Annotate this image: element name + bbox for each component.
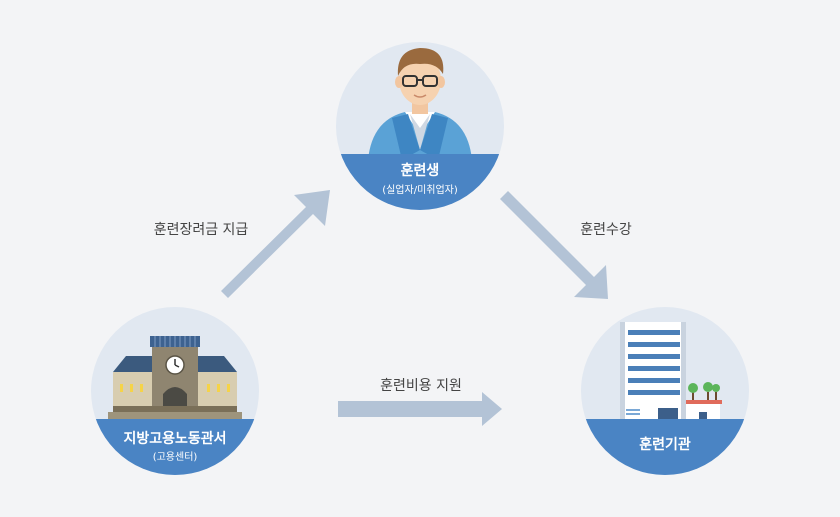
labor-office-label: 지방고용노동관서 [123,430,226,447]
training-institution-label-band [581,419,749,475]
allowance-arrow [221,190,330,298]
office-building-icon [620,322,722,422]
labor-office-sublabel: (고용센터) [153,451,198,463]
training-institution-label: 훈련기관 [639,436,691,453]
cost-support-label: 훈련비용 지원 [380,378,462,394]
trainee-node: 훈련생 (실업자/미취업자) [336,42,504,210]
cost-support-arrow [338,392,502,426]
attend-arrow [500,191,608,299]
trainee-label: 훈련생 [401,162,440,179]
training-institution-node: 훈련기관 [581,307,749,475]
attend-label: 훈련수강 [580,222,632,238]
trainee-sublabel: (실업자/미취업자) [382,183,458,196]
allowance-label: 훈련장려금 지급 [154,222,249,238]
labor-office-node: 지방고용노동관서 (고용센터) [91,307,259,475]
government-building-icon [108,336,242,420]
trainee-person-icon [368,48,472,160]
